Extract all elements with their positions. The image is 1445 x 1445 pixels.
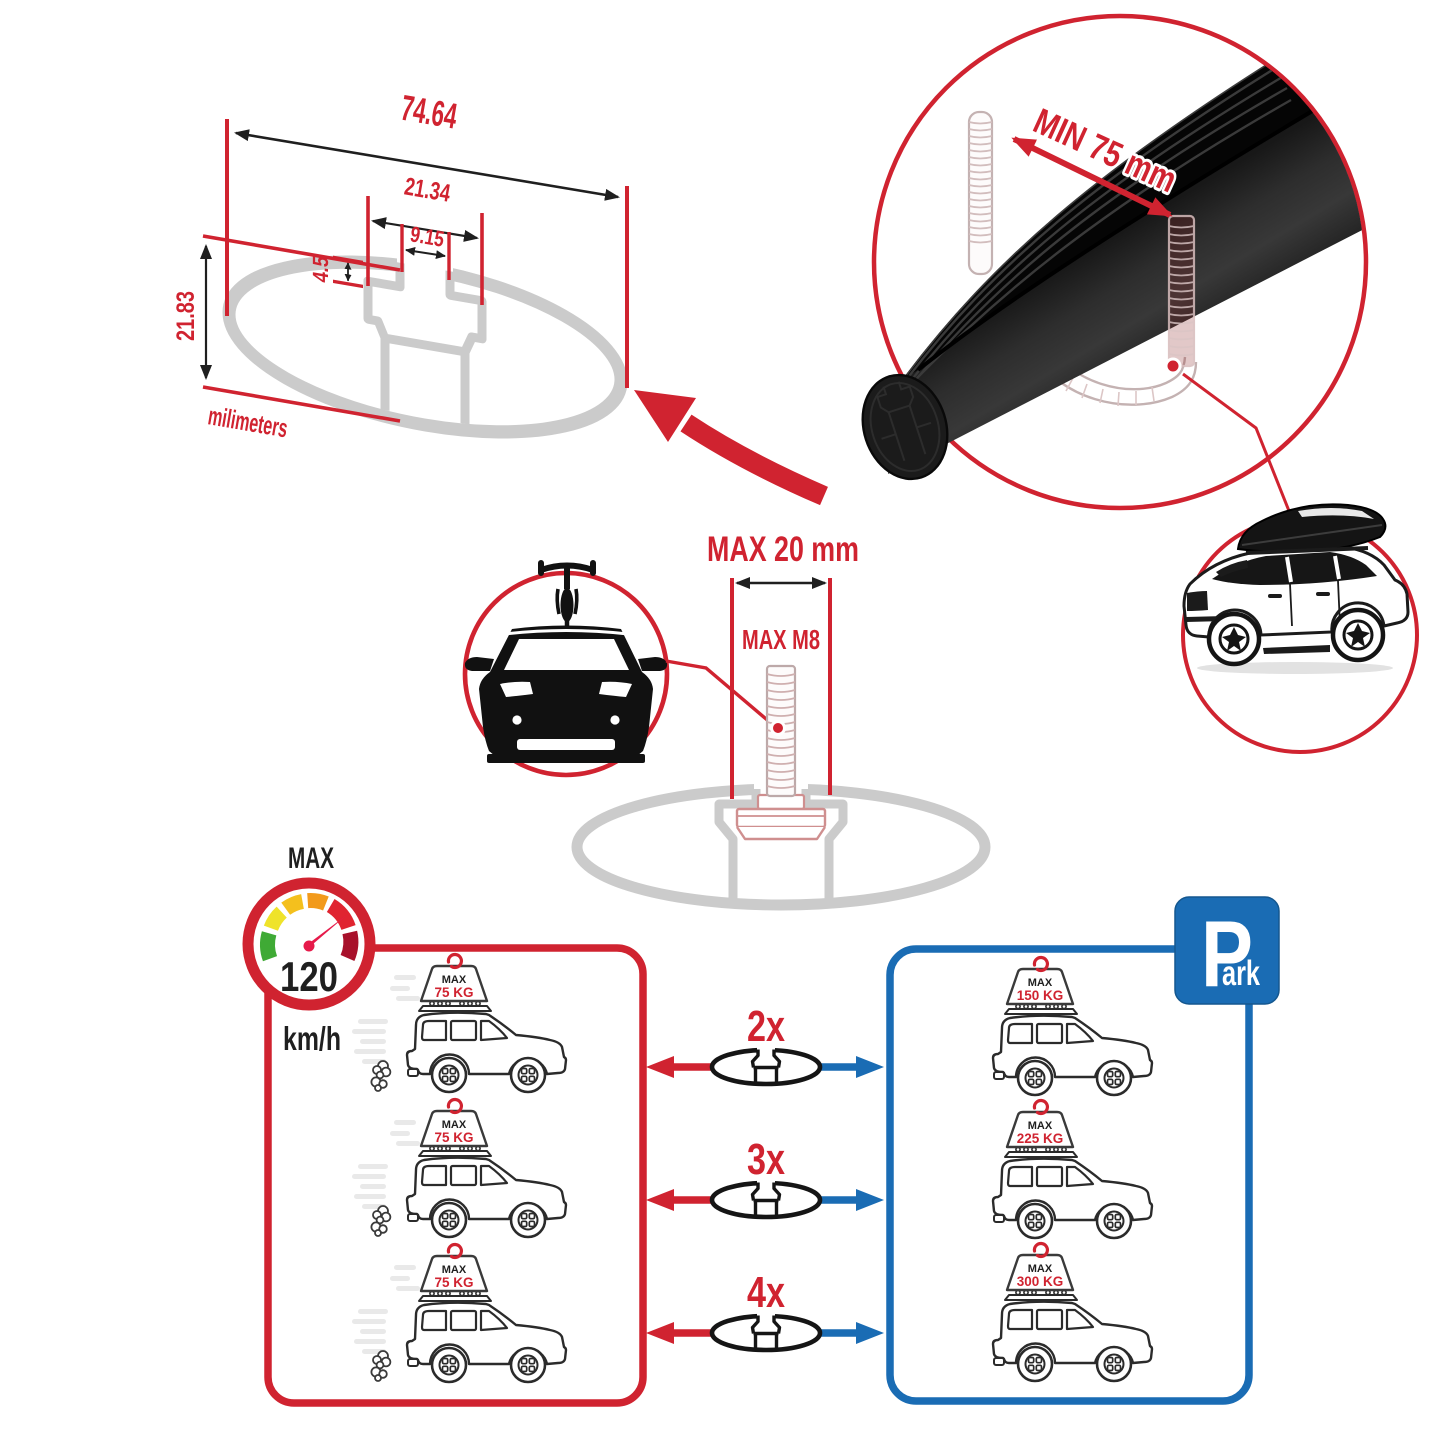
profile-height-dimension: 21.83	[172, 234, 401, 423]
speed-value: 120	[280, 953, 338, 1000]
bolt-mount-diagram: MAX 20 mm MAX M8	[571, 530, 991, 911]
u-bolt-rear-post	[967, 110, 994, 276]
t-nut-plate	[735, 793, 827, 841]
rubber-strip-band	[902, 56, 1314, 380]
units-label: milimeters	[206, 400, 290, 443]
profile-height-value: 21.83	[172, 291, 200, 341]
park-sign-rest: ark	[1222, 954, 1260, 993]
crossbar-end-cap	[861, 373, 949, 481]
bike-car-circle	[462, 560, 774, 778]
quantity-label: 3x	[747, 1135, 785, 1184]
slot-outer-value: 21.34	[402, 172, 452, 207]
speedometer-gauge	[260, 893, 359, 962]
speedometer-needle	[306, 914, 348, 950]
detail-circle	[871, 13, 1369, 511]
pointer-arrow	[634, 390, 828, 506]
arrow-to-driving	[646, 1056, 674, 1078]
load-value: 300 KG	[1017, 1274, 1064, 1289]
crossbar-profile-drawing: 4.5	[222, 252, 628, 439]
slot-opening-dimension: 9.15	[400, 221, 451, 280]
bolt-thread-label: MAX M8	[742, 624, 820, 655]
slot-outer-dimension: 21.34	[366, 172, 484, 305]
parked-car-3: MAX 300 KG	[991, 1241, 1154, 1383]
speed-limit-badge: 120	[242, 877, 376, 1011]
load-value: 75 KG	[434, 985, 473, 1000]
speed-heading: MAX	[288, 842, 334, 875]
total-width-dimension: 74.64	[225, 87, 629, 388]
u-bolt-front-post	[1167, 214, 1196, 368]
t-slot-profile	[363, 261, 487, 425]
arrow-to-parked	[856, 1056, 884, 1078]
load-value: 150 KG	[1017, 988, 1064, 1003]
bolt-length-dimension: MAX 20 mm	[707, 530, 859, 799]
load-value: 225 KG	[1017, 1131, 1064, 1146]
crossbar-section-icon	[712, 1047, 820, 1084]
leader-line-suv	[1182, 372, 1293, 517]
crossbar-section-icon	[712, 1180, 820, 1217]
quantity-row-1: 2x	[646, 1002, 884, 1084]
mount-bolt	[765, 664, 797, 798]
crossbar-closeup-circle: MIN 75 mm	[861, 13, 1369, 517]
crossbar-section-icon	[712, 1313, 820, 1350]
leader-line-bolt	[665, 659, 774, 726]
speed-units: km/h	[283, 1020, 341, 1057]
arrow-to-parked	[856, 1189, 884, 1211]
quantity-label: 2x	[747, 1002, 785, 1051]
suv-roofbox-illustration	[1182, 503, 1410, 674]
bolt-length-label: MAX 20 mm	[707, 530, 859, 569]
driving-car-3: MAX 75 KG	[352, 1242, 568, 1384]
quantity-label: 4x	[747, 1268, 785, 1317]
load-heading: MAX	[442, 1264, 467, 1276]
load-heading: MAX	[1028, 1263, 1053, 1275]
slot-opening-value: 9.15	[408, 221, 446, 251]
parked-car-2: MAX 225 KG	[991, 1098, 1154, 1240]
total-width-value: 74.64	[398, 87, 460, 137]
load-value: 75 KG	[434, 1130, 473, 1145]
arrow-to-driving	[646, 1322, 674, 1344]
load-heading: MAX	[1028, 977, 1053, 989]
fastener-point-dot	[1164, 357, 1182, 375]
cross-section-dimension-diagram: 4.5 74.64 21.34 9.15 21.	[172, 87, 828, 506]
load-heading: MAX	[442, 974, 467, 986]
quantity-row-3: 4x	[646, 1268, 884, 1350]
park-sign-letter: P	[1201, 901, 1253, 1006]
driving-car-2: MAX 75 KG	[352, 1097, 568, 1239]
crossbar-3d	[861, 54, 1364, 481]
suv-roofbox-circle	[1181, 503, 1419, 754]
park-sign: P ark	[1174, 896, 1280, 1006]
load-value: 75 KG	[434, 1275, 473, 1290]
load-heading: MAX	[442, 1119, 467, 1131]
t-slot-front-profile	[714, 789, 848, 902]
quantity-row-2: 3x	[646, 1135, 884, 1217]
car-front-icon	[464, 625, 668, 763]
parked-car-1: MAX 150 KG	[991, 955, 1154, 1097]
driving-car-1: MAX 75 KG	[352, 952, 568, 1094]
arrow-to-parked	[856, 1322, 884, 1344]
load-heading: MAX	[1028, 1120, 1053, 1132]
arrow-to-driving	[646, 1189, 674, 1211]
